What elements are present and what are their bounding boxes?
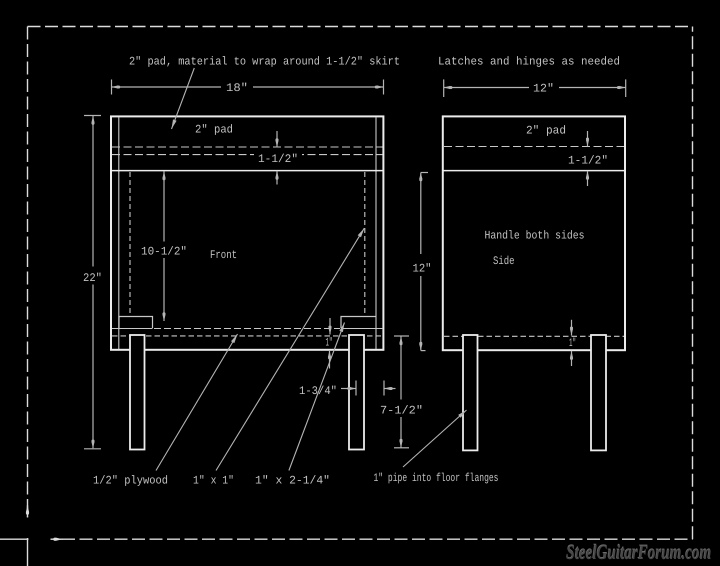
svg-text:Latches and hinges as needed: Latches and hinges as needed	[438, 55, 620, 68]
svg-text:1/2" plywood: 1/2" plywood	[93, 474, 168, 487]
svg-text:1" x 1": 1" x 1"	[193, 474, 234, 487]
svg-text:2" pad: 2" pad	[195, 123, 233, 136]
svg-text:1": 1"	[326, 337, 333, 350]
svg-text:SteelGuitarForum.com: SteelGuitarForum.com	[566, 542, 711, 564]
svg-text:2" pad, material to wrap aroun: 2" pad, material to wrap around 1-1/2" s…	[129, 55, 400, 68]
svg-text:SteelGuitarForum.com: SteelGuitarForum.com	[566, 541, 711, 563]
svg-text:18": 18"	[226, 82, 248, 95]
svg-text:22": 22"	[83, 272, 102, 285]
svg-text:12": 12"	[413, 262, 432, 275]
svg-text:7-1/2": 7-1/2"	[380, 404, 423, 417]
svg-text:Handle both sides: Handle both sides	[485, 229, 585, 242]
svg-text:1" pipe into floor flanges: 1" pipe into floor flanges	[374, 472, 499, 485]
svg-text:12": 12"	[533, 82, 554, 95]
svg-text:1-1/2": 1-1/2"	[568, 154, 608, 167]
svg-text:10-1/2": 10-1/2"	[141, 245, 187, 258]
svg-text:1": 1"	[569, 337, 576, 350]
svg-text:2" pad: 2" pad	[526, 124, 566, 137]
svg-text:1-1/2": 1-1/2"	[258, 153, 298, 166]
svg-text:1-3/4": 1-3/4"	[299, 385, 337, 398]
svg-text:1" x 2-1/4": 1" x 2-1/4"	[255, 474, 330, 487]
svg-text:Side: Side	[493, 255, 515, 268]
svg-text:Front: Front	[210, 249, 237, 262]
